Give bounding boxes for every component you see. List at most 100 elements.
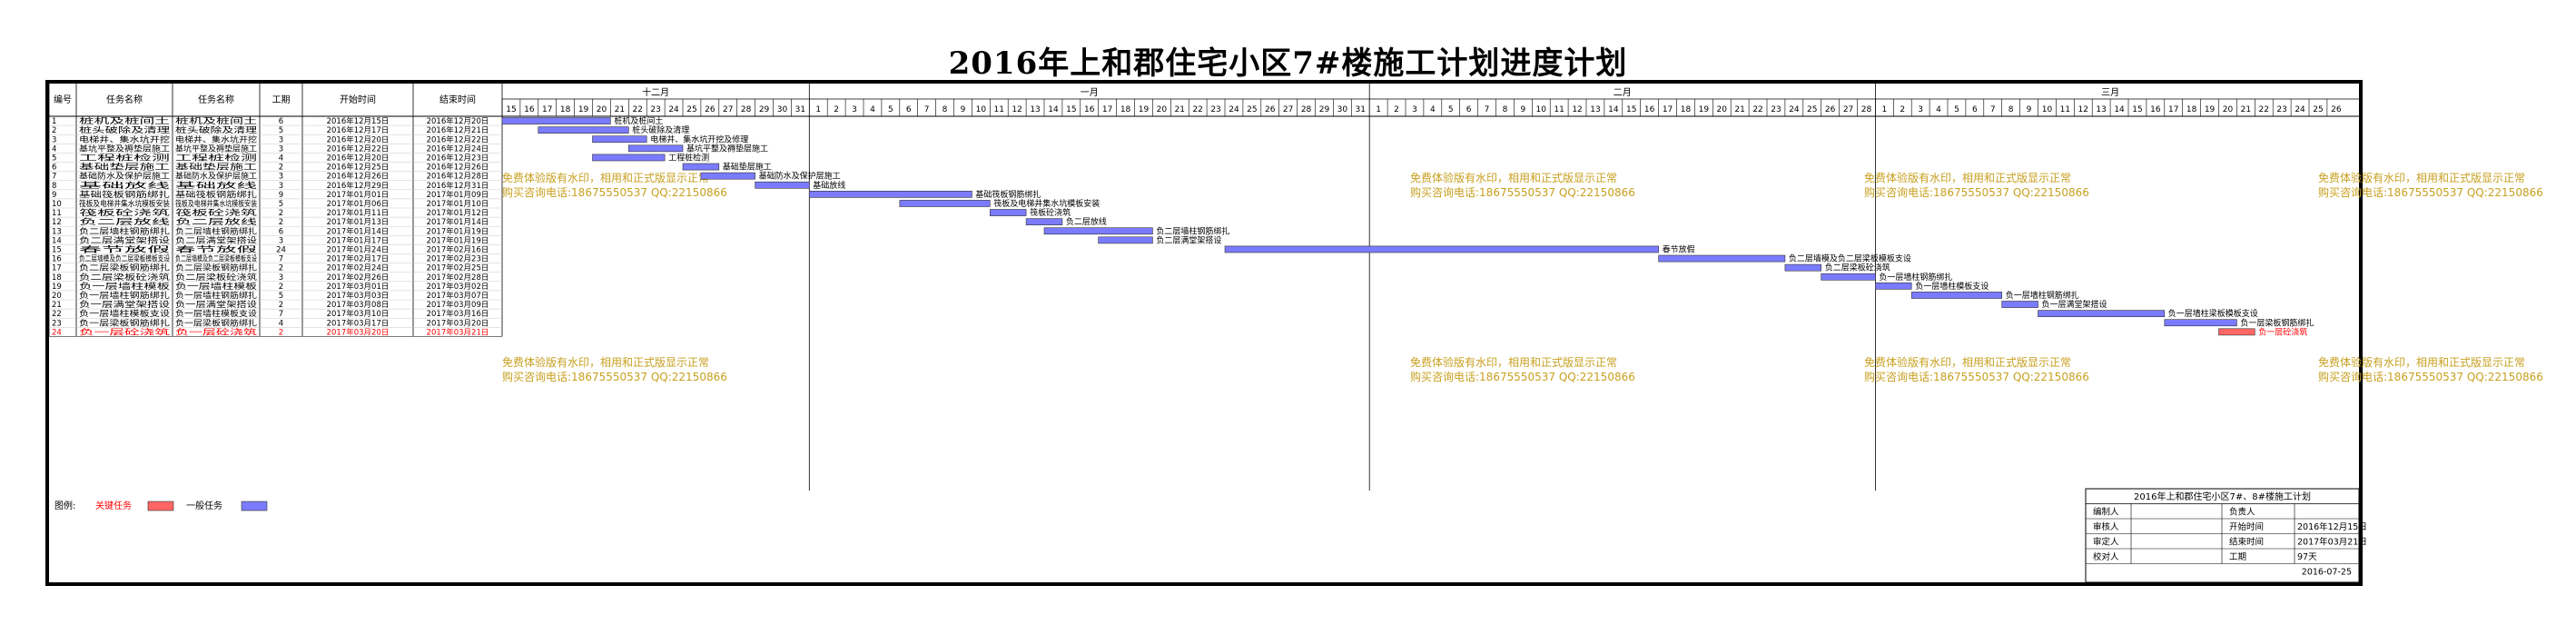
row-id: 4 bbox=[52, 144, 56, 154]
row-end: 2017年03月16日 bbox=[427, 309, 489, 319]
row-start: 2017年01月14日 bbox=[327, 226, 390, 236]
day-tick: 13 bbox=[1590, 105, 1600, 114]
watermark-line2: 购买咨询电话:18675550537 QQ:22150866 bbox=[502, 185, 727, 199]
day-tick: 8 bbox=[1503, 105, 1508, 114]
day-tick: 4 bbox=[870, 105, 875, 114]
watermark-line1: 免费体验版有水印，相用和正式版显示正常 bbox=[2318, 171, 2525, 184]
row-duration: 3 bbox=[279, 135, 283, 144]
gantt-bar bbox=[1910, 292, 2002, 299]
gantt-bar bbox=[1821, 273, 1876, 281]
gantt-bar-label: 负一层墙柱钢筋绑扎 bbox=[2006, 290, 2079, 301]
gantt-bar-label: 筏板及电梯井集水坑模板安装 bbox=[993, 198, 1100, 209]
row-start: 2017年01月13日 bbox=[327, 217, 390, 227]
row-task-name-2: 基础筏板钢筋绑扎 bbox=[175, 190, 258, 200]
row-task-name-2: 基坑平整及褥垫层施工 bbox=[175, 144, 258, 154]
day-tick: 28 bbox=[1861, 105, 1872, 114]
day-tick: 18 bbox=[1681, 105, 1692, 114]
row-id: 16 bbox=[52, 255, 62, 264]
row-task-name-2: 负一层梁板钢筋绑扎 bbox=[175, 318, 258, 328]
row-start: 2016年12月25日 bbox=[327, 163, 390, 173]
day-tick: 27 bbox=[1843, 105, 1853, 114]
day-tick: 16 bbox=[524, 105, 535, 114]
row-end: 2016年12月20日 bbox=[427, 116, 489, 126]
day-tick: 19 bbox=[1139, 105, 1150, 114]
watermark-line1: 免费体验版有水印，相用和正式版显示正常 bbox=[1410, 171, 1617, 184]
row-task-name: 负一层墙柱钢筋绑扎 bbox=[79, 291, 171, 301]
info-key: 负责人 bbox=[2229, 507, 2255, 518]
row-duration: 2 bbox=[279, 218, 283, 227]
row-task-name: 负二层满堂架搭设 bbox=[79, 235, 171, 245]
gantt-bar bbox=[682, 163, 720, 171]
day-tick: 30 bbox=[1337, 105, 1348, 114]
day-tick: 15 bbox=[2132, 105, 2142, 114]
row-task-name-2: 基础垫层施工 bbox=[175, 163, 258, 173]
watermark-line1: 免费体验版有水印，相用和正式版显示正常 bbox=[502, 171, 709, 184]
row-id: 5 bbox=[52, 154, 56, 164]
legend-critical-label: 关键任务 bbox=[95, 500, 132, 511]
gantt-bar-label: 负二层满堂架搭设 bbox=[1156, 234, 1221, 245]
row-id: 14 bbox=[52, 236, 62, 245]
row-task-name: 负一层墙柱模板 bbox=[79, 282, 171, 292]
row-id: 12 bbox=[52, 218, 62, 227]
gantt-bar bbox=[592, 154, 666, 162]
day-tick: 23 bbox=[2276, 105, 2286, 114]
row-end: 2016年12月22日 bbox=[427, 134, 489, 144]
row-task-name-2: 工程桩检测 bbox=[175, 154, 257, 164]
gantt-bar bbox=[1875, 282, 1912, 290]
row-duration: 6 bbox=[279, 227, 283, 236]
row-duration: 24 bbox=[276, 246, 286, 255]
day-tick: 20 bbox=[1717, 105, 1728, 114]
row-end: 2017年01月12日 bbox=[427, 208, 489, 218]
row-task-name: 基坑平整及褥垫层施工 bbox=[79, 144, 171, 154]
row-id: 15 bbox=[52, 246, 62, 255]
info-box-title: 2016年上和郡住宅小区7#、8#楼施工计划 bbox=[2134, 491, 2311, 502]
row-start: 2017年01月24日 bbox=[327, 245, 390, 255]
row-end: 2017年03月21日 bbox=[427, 327, 489, 337]
row-end: 2017年03月09日 bbox=[427, 300, 489, 310]
day-tick: 14 bbox=[1048, 105, 1059, 114]
day-tick: 23 bbox=[650, 105, 660, 114]
day-tick: 7 bbox=[924, 105, 930, 114]
gantt-bar bbox=[990, 209, 1027, 216]
row-task-name: 负一层砼浇筑 bbox=[79, 327, 171, 337]
row-task-name: 基础防水及保护层施工 bbox=[79, 172, 171, 182]
day-tick: 2 bbox=[834, 105, 839, 114]
row-start: 2016年12月26日 bbox=[327, 172, 390, 182]
row-start: 2017年02月17日 bbox=[327, 254, 390, 264]
row-task-name-2: 负一层砼浇筑 bbox=[175, 327, 258, 337]
watermark-line1: 免费体验版有水印，相用和正式版显示正常 bbox=[502, 355, 709, 369]
row-start: 2016年12月15日 bbox=[327, 116, 390, 126]
gantt-bar bbox=[2218, 328, 2255, 336]
day-tick: 15 bbox=[506, 105, 516, 114]
day-tick: 31 bbox=[795, 105, 805, 114]
row-task-name: 负一层墙柱模板支设 bbox=[79, 309, 171, 319]
row-end: 2017年01月19日 bbox=[427, 226, 489, 236]
gantt-bar bbox=[808, 191, 972, 198]
row-duration: 3 bbox=[279, 273, 283, 283]
row-end: 2017年02月28日 bbox=[427, 273, 489, 283]
gantt-bar bbox=[1784, 263, 1822, 272]
day-tick: 3 bbox=[852, 105, 857, 114]
row-id: 2 bbox=[52, 126, 56, 135]
row-task-name: 工程桩检测 bbox=[79, 154, 170, 164]
day-tick: 26 bbox=[2331, 105, 2342, 114]
row-end: 2017年03月07日 bbox=[427, 291, 489, 301]
gantt-bar-label: 基坑平整及褥垫层施工 bbox=[686, 143, 768, 154]
row-task-name-2: 负一层墙柱模板 bbox=[175, 282, 258, 292]
gantt-bar-label: 负一层砼浇筑 bbox=[2258, 326, 2307, 337]
day-tick: 2 bbox=[1900, 105, 1905, 114]
day-tick: 7 bbox=[1990, 105, 1996, 114]
gantt-bar-label: 负一层墙柱模板支设 bbox=[1915, 281, 1989, 292]
info-box-date: 2016-07-25 bbox=[2302, 568, 2352, 578]
legend-critical-swatch bbox=[147, 501, 174, 511]
header-end: 结束时间 bbox=[439, 94, 476, 105]
row-duration: 5 bbox=[279, 292, 283, 301]
day-tick: 10 bbox=[976, 105, 987, 114]
gantt-bar-label: 基础防水及保护层施工 bbox=[759, 171, 841, 182]
legend-normal-swatch bbox=[241, 501, 268, 511]
row-end: 2016年12月24日 bbox=[427, 144, 489, 154]
watermark-line2: 购买咨询电话:18675550537 QQ:22150866 bbox=[502, 370, 727, 383]
day-tick: 23 bbox=[1210, 105, 1220, 114]
row-task-name-2: 负二层墙柱钢筋绑扎 bbox=[175, 226, 258, 236]
row-task-name-2: 负一层满堂架搭设 bbox=[175, 300, 258, 310]
